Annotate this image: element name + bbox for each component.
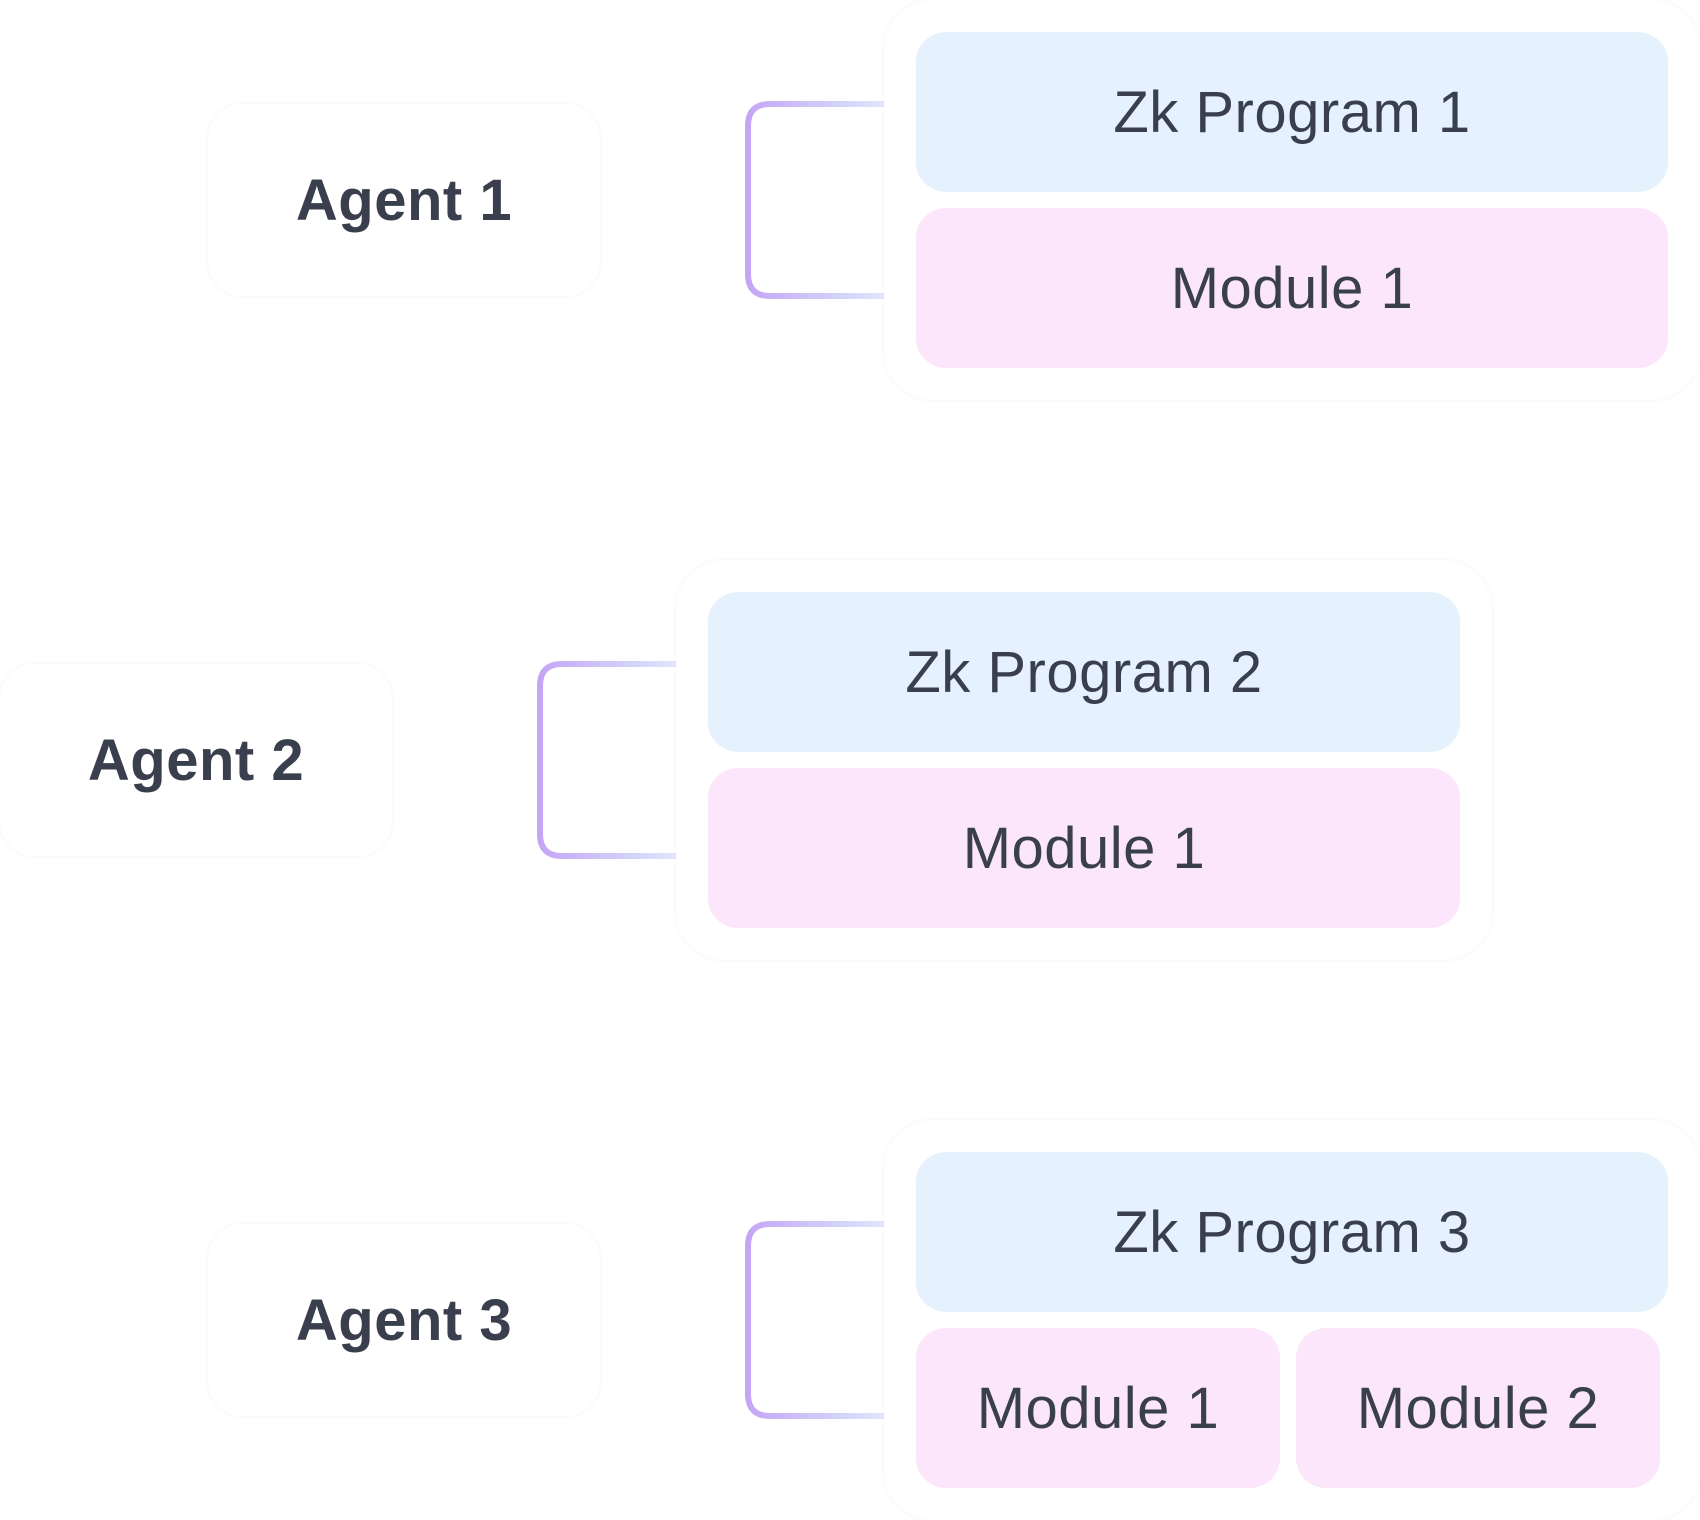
module-box: Module 1: [916, 1328, 1280, 1488]
module-box: Module 1: [708, 768, 1460, 928]
agent-card-2: Agent 2: [0, 664, 392, 856]
connector-row-2: [389, 661, 676, 859]
module-label: Module 1: [1170, 255, 1414, 321]
module-label: Module 1: [976, 1375, 1220, 1441]
connector-row-1: [597, 101, 884, 299]
zk-program-label: Zk Program 3: [1113, 1199, 1471, 1265]
zk-program-box: Zk Program 2: [708, 592, 1460, 752]
module-label: Module 1: [962, 815, 1206, 881]
agent-card-3: Agent 3: [208, 1224, 600, 1416]
agent-card-1: Agent 1: [208, 104, 600, 296]
connector-row-3: [597, 1221, 884, 1419]
module-box: Module 2: [1296, 1328, 1660, 1488]
agent-label: Agent 1: [295, 167, 513, 233]
zk-program-box: Zk Program 3: [916, 1152, 1668, 1312]
group-card-1: Zk Program 1 Module 1: [884, 0, 1700, 400]
zk-program-label: Zk Program 1: [1113, 79, 1471, 145]
zk-program-box: Zk Program 1: [916, 32, 1668, 192]
agent-label: Agent 3: [295, 1287, 513, 1353]
module-box: Module 1: [916, 208, 1668, 368]
module-label: Module 2: [1356, 1375, 1600, 1441]
group-card-3: Zk Program 3 Module 1 Module 2: [884, 1120, 1700, 1520]
agent-label: Agent 2: [87, 727, 305, 793]
zk-program-label: Zk Program 2: [905, 639, 1263, 705]
group-card-2: Zk Program 2 Module 1: [676, 560, 1492, 960]
